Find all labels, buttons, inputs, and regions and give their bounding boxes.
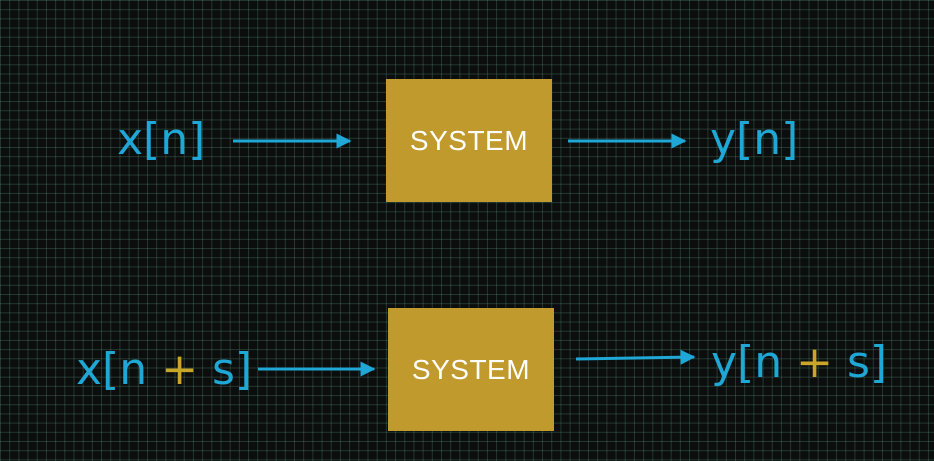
bottom-input-suffix: s	[197, 344, 235, 395]
bottom-output-plus: +	[796, 337, 833, 388]
bottom-output-signal: y[n + s]	[711, 341, 887, 385]
bottom-system-label: SYSTEM	[411, 353, 531, 385]
top-output-base: y[n	[710, 114, 782, 165]
top-output-close: ]	[781, 114, 799, 165]
bottom-system-box: SYSTEM	[388, 308, 554, 431]
bottom-output-base: y[n	[711, 337, 797, 388]
top-output-signal: y[n]	[710, 118, 798, 162]
bottom-output-arrow	[575, 349, 696, 365]
bottom-output-close: ]	[869, 337, 888, 388]
bottom-input-plus: +	[161, 344, 198, 395]
bottom-input-close: ]	[234, 344, 253, 395]
top-input-close: ]	[188, 114, 206, 165]
bottom-output-suffix: s	[832, 337, 870, 388]
bottom-input-signal: x[n + s]	[76, 348, 252, 392]
top-input-base: x[n	[117, 114, 189, 165]
top-system-label: SYSTEM	[409, 124, 529, 156]
top-system-box: SYSTEM	[386, 79, 552, 202]
bottom-input-base: x[n	[76, 344, 162, 395]
top-input-signal: x[n]	[117, 118, 205, 162]
